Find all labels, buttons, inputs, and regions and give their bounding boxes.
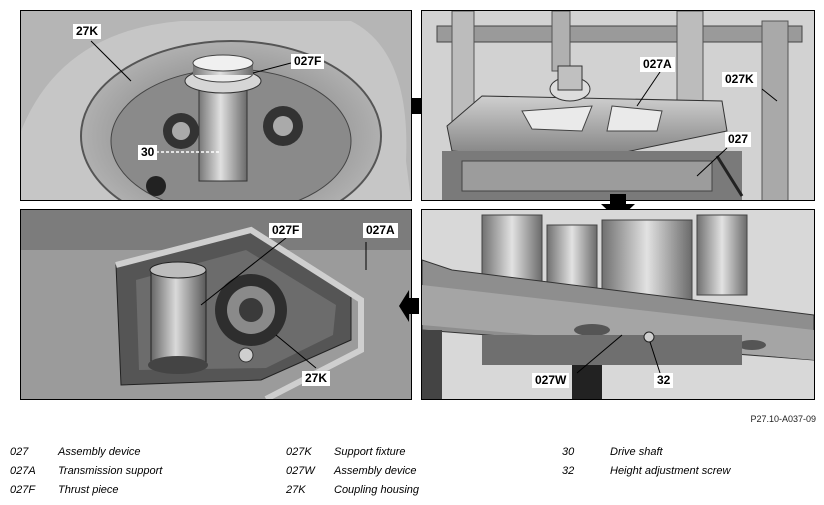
legend-desc: Drive shaft [610, 446, 663, 458]
legend-code: 27K [286, 484, 306, 496]
legend-code: 027 [10, 446, 29, 458]
legend-code: 027F [10, 484, 36, 496]
photo-bottom-right: 027W 32 [421, 209, 815, 400]
assembly-device-illustration [422, 11, 814, 200]
photo-top-right: 027A 027K 027 [421, 10, 815, 201]
label-027a: 027A [363, 223, 398, 238]
left-arrow-icon [399, 290, 419, 322]
legend-code: 32 [562, 465, 575, 477]
legend-desc: Transmission support [58, 465, 163, 477]
label-027f: 027F [269, 223, 303, 238]
label-30: 30 [138, 145, 158, 160]
legend-code: 027A [10, 465, 36, 477]
label-027a: 027A [640, 57, 675, 72]
label-027k: 027K [722, 72, 757, 87]
legend-code: 027W [286, 465, 315, 477]
figure-id: P27.10-A037-09 [750, 414, 816, 424]
legend-desc: Support fixture [334, 446, 406, 458]
label-027w: 027W [532, 373, 570, 388]
gear-assembly-illustration [422, 210, 814, 399]
legend-desc: Coupling housing [334, 484, 420, 496]
legend-desc: Thrust piece [58, 484, 119, 496]
label-27k: 27K [302, 371, 331, 386]
label-027: 027 [725, 132, 752, 147]
label-27k: 27K [73, 24, 102, 39]
transmission-support-illustration [21, 210, 411, 399]
photo-top-left: 27K 027F 30 [20, 10, 412, 201]
label-027f: 027F [291, 54, 325, 69]
photo-bottom-left: 027F 027A 27K [20, 209, 412, 400]
down-arrow-icon [601, 194, 635, 220]
label-32: 32 [654, 373, 674, 388]
legend-desc: Assembly device [334, 465, 417, 477]
legend-desc: Assembly device [58, 446, 141, 458]
legend-code: 027K [286, 446, 312, 458]
legend-code: 30 [562, 446, 575, 458]
legend-desc: Height adjustment screw [610, 465, 731, 477]
coupling-housing-illustration [21, 11, 411, 200]
